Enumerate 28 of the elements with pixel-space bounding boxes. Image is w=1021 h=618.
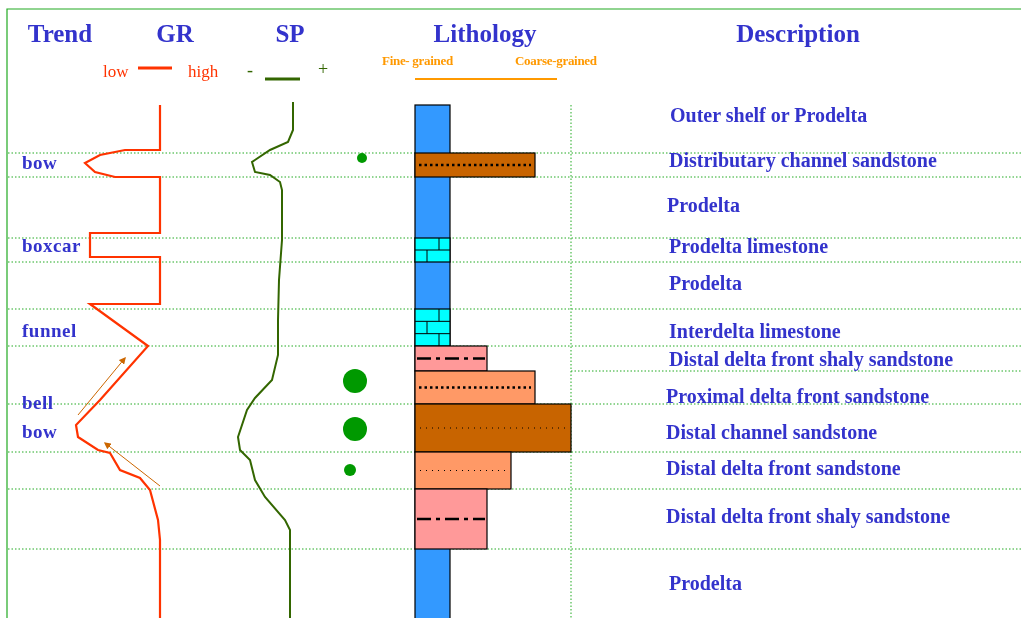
description-text: Proximal delta front sandstone: [666, 385, 930, 407]
description-text: Prodelta: [667, 194, 740, 216]
trend-label: bow: [22, 421, 58, 443]
description-text: Distal delta front shaly sandstone: [669, 348, 954, 370]
description-text: Prodelta: [669, 572, 742, 594]
description-text: Prodelta: [669, 272, 742, 294]
scale-label: high: [188, 62, 219, 82]
description-text: Prodelta limestone: [669, 235, 829, 257]
description-text: Interdelta limestone: [669, 320, 841, 342]
description-text: Outer shelf or Prodelta: [670, 104, 868, 126]
description-text: Distributary channel sandstone: [669, 149, 937, 171]
scale-label: -: [247, 61, 253, 81]
column-heading: Lithology: [433, 20, 537, 48]
column-heading: Description: [736, 20, 860, 48]
description-text: Distal delta front shaly sandstone: [666, 505, 951, 527]
scale-label: +: [318, 60, 329, 80]
trend-label: boxcar: [22, 235, 81, 257]
scale-label: low: [103, 62, 129, 82]
column-heading: GR: [156, 20, 194, 48]
trend-label: bow: [22, 152, 58, 174]
description-text: Distal channel sandstone: [666, 421, 878, 443]
trend-label: bell: [22, 392, 54, 414]
description-text: Distal delta front sandstone: [666, 457, 901, 479]
column-heading: Trend: [27, 20, 93, 48]
column-heading: SP: [275, 20, 305, 48]
trend-label: funnel: [22, 320, 77, 342]
grain-size-label: Coarse-grained: [515, 53, 597, 69]
grain-size-label: Fine- grained: [382, 53, 453, 69]
